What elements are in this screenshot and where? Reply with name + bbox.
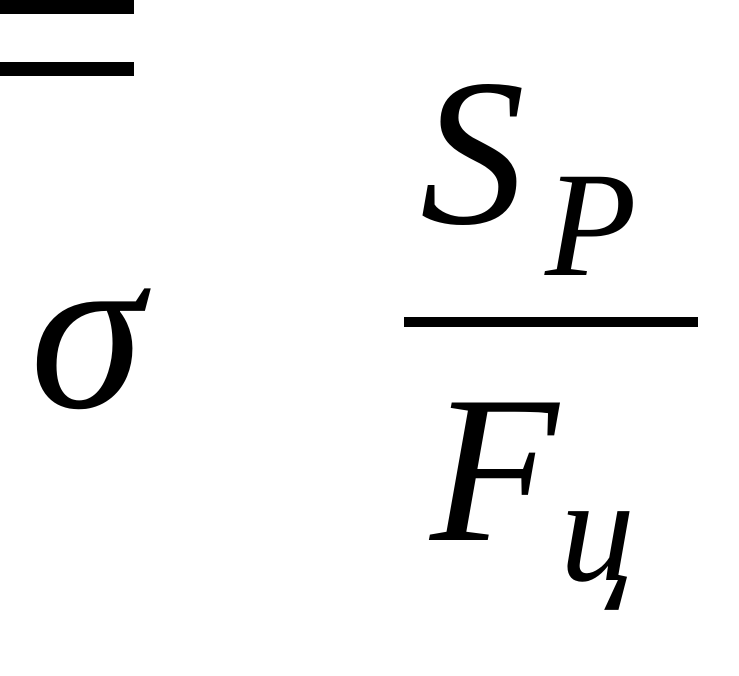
denominator-subscript: ц [560,447,635,613]
formula: σ S P F ц [0,0,739,605]
sigma-symbol: σ [30,202,144,457]
equals-bar-bottom [0,62,134,76]
fraction-bar [404,317,698,327]
denominator-symbol: F [430,354,559,586]
equals-bar-top [0,0,134,14]
numerator-subscript: P [545,142,637,308]
equals-sign [0,0,134,78]
numerator-symbol: S [420,37,525,269]
